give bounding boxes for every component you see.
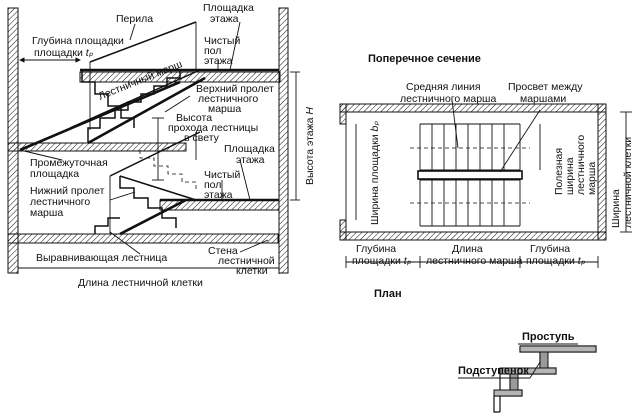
clear-height-label-3: в свету (184, 132, 220, 144)
ground-slab (7, 233, 279, 244)
useful-width-label-2: ширина (564, 157, 576, 195)
clean-floor-lower: Чистый (204, 169, 240, 181)
flight-length-label-2: лестничного марша (426, 255, 522, 267)
wall-label: Стена (208, 245, 238, 257)
landing-depth-label: Глубина площадки (32, 35, 124, 47)
leveling-stair-label: Выравнивающая лестница (36, 252, 167, 264)
riser-label: Подступенок (458, 365, 529, 377)
depth-left-label-2: площадки tₚ (352, 255, 412, 267)
clean-floor-label: Чистый (204, 35, 240, 47)
plan-right-wall (597, 103, 607, 241)
depth-left-label: Глубина (356, 243, 396, 255)
mid-line-label: Средняя линия (406, 81, 481, 93)
landing-depth-label-2: площадки tₚ (34, 47, 94, 59)
intermediate-landing-slab (7, 142, 187, 152)
step-detail-drawing (458, 343, 597, 413)
clean-floor-label-2: пол (204, 45, 221, 57)
railing-label: Перила (116, 13, 153, 25)
plan-left-post-bottom (339, 219, 347, 241)
clean-floor-lower-3: этажа (204, 189, 233, 201)
gap-label: Просвет между (508, 81, 583, 93)
floor-landing-label: Площадка (203, 2, 254, 14)
cell-length-label: Длина лестничной клетки (78, 277, 203, 289)
lower-span-label-2: лестничного (30, 196, 90, 208)
wall-label-3: клетки (236, 265, 268, 277)
floor-landing-label-2: этажа (210, 13, 239, 25)
upper-span-label-3: марша (208, 103, 241, 115)
floor-height-label: Высота этажа H (304, 107, 316, 185)
right-wall (278, 7, 289, 274)
useful-width-label-3: лестничного (575, 135, 587, 195)
flight-length-label: Длина (452, 243, 483, 255)
gap-label-2: маршами (520, 93, 566, 105)
tread-label: Проступь (522, 331, 575, 343)
wall-label-2: лестничной (218, 255, 275, 267)
landing-width-label: Ширина площадки bₚ (369, 121, 381, 225)
clear-height-label: Высота (176, 112, 212, 124)
useful-width-label: Полезная (553, 148, 565, 195)
plan-title: План (374, 288, 402, 300)
depth-right-label-2: площадки tₚ (526, 255, 586, 267)
plan-left-post-top (339, 103, 347, 125)
clean-floor-lower-2: пол (204, 179, 221, 191)
bottom-flight-treads (420, 179, 520, 227)
lower-span-label: Нижний пролет (30, 185, 105, 197)
upper-span-label-2: лестничного (198, 93, 258, 105)
cell-width-label: Ширина (610, 189, 622, 228)
floor-landing-lower-2: этажа (236, 154, 265, 166)
cross-section-title: Поперечное сечение (368, 53, 481, 65)
plan-top-wall (339, 103, 607, 113)
stair-section-drawing (7, 7, 300, 274)
depth-right-label: Глубина (530, 243, 570, 255)
top-flight-treads (420, 123, 520, 171)
cell-width-label-2: лестничной клетки (622, 137, 634, 228)
intermediate-landing-label-2: площадка (30, 168, 79, 180)
mid-line-label-2: лестничного марша (400, 93, 496, 105)
useful-width-label-4: марша (586, 162, 598, 195)
plan-bottom-wall (339, 231, 607, 241)
upper-span-label: Верхний пролет (196, 83, 274, 95)
floor-landing-lower: Площадка (224, 143, 275, 155)
intermediate-landing-label: Промежуточная (30, 157, 108, 169)
lower-span-label-3: марша (30, 207, 63, 219)
stair-plan-drawing (339, 99, 632, 268)
clear-height-label-2: прохода лестницы (168, 122, 258, 134)
left-wall (7, 7, 19, 274)
clean-floor-label-3: этажа (204, 55, 233, 67)
